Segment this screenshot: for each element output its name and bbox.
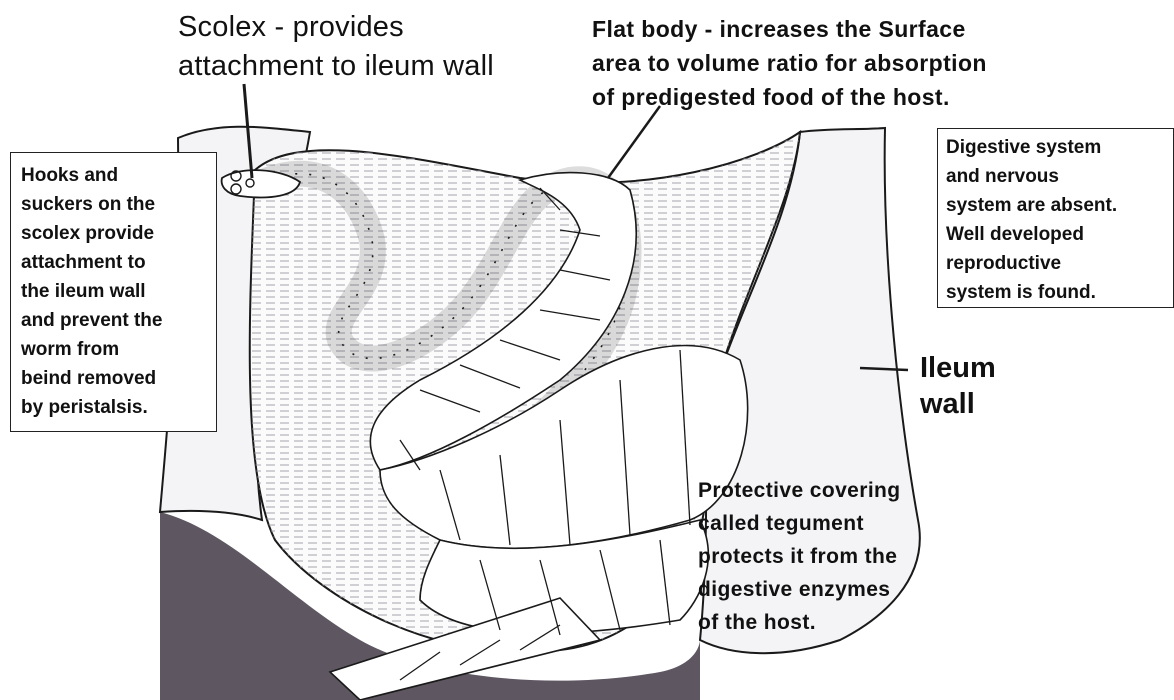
flat-body-pointer-line — [608, 106, 660, 178]
hooks-suckers-box: Hooks and suckers on the scolex provide … — [10, 152, 217, 432]
ileum-wall-label: Ileum wall — [920, 350, 1040, 422]
flat-body-label: Flat body - increases the Surface area t… — [592, 12, 1072, 114]
scolex-label: Scolex - provides attachment to ileum wa… — [178, 8, 578, 86]
tegument-label: Protective covering called tegument prot… — [698, 474, 998, 639]
systems-box: Digestive system and nervous system are … — [937, 128, 1174, 308]
